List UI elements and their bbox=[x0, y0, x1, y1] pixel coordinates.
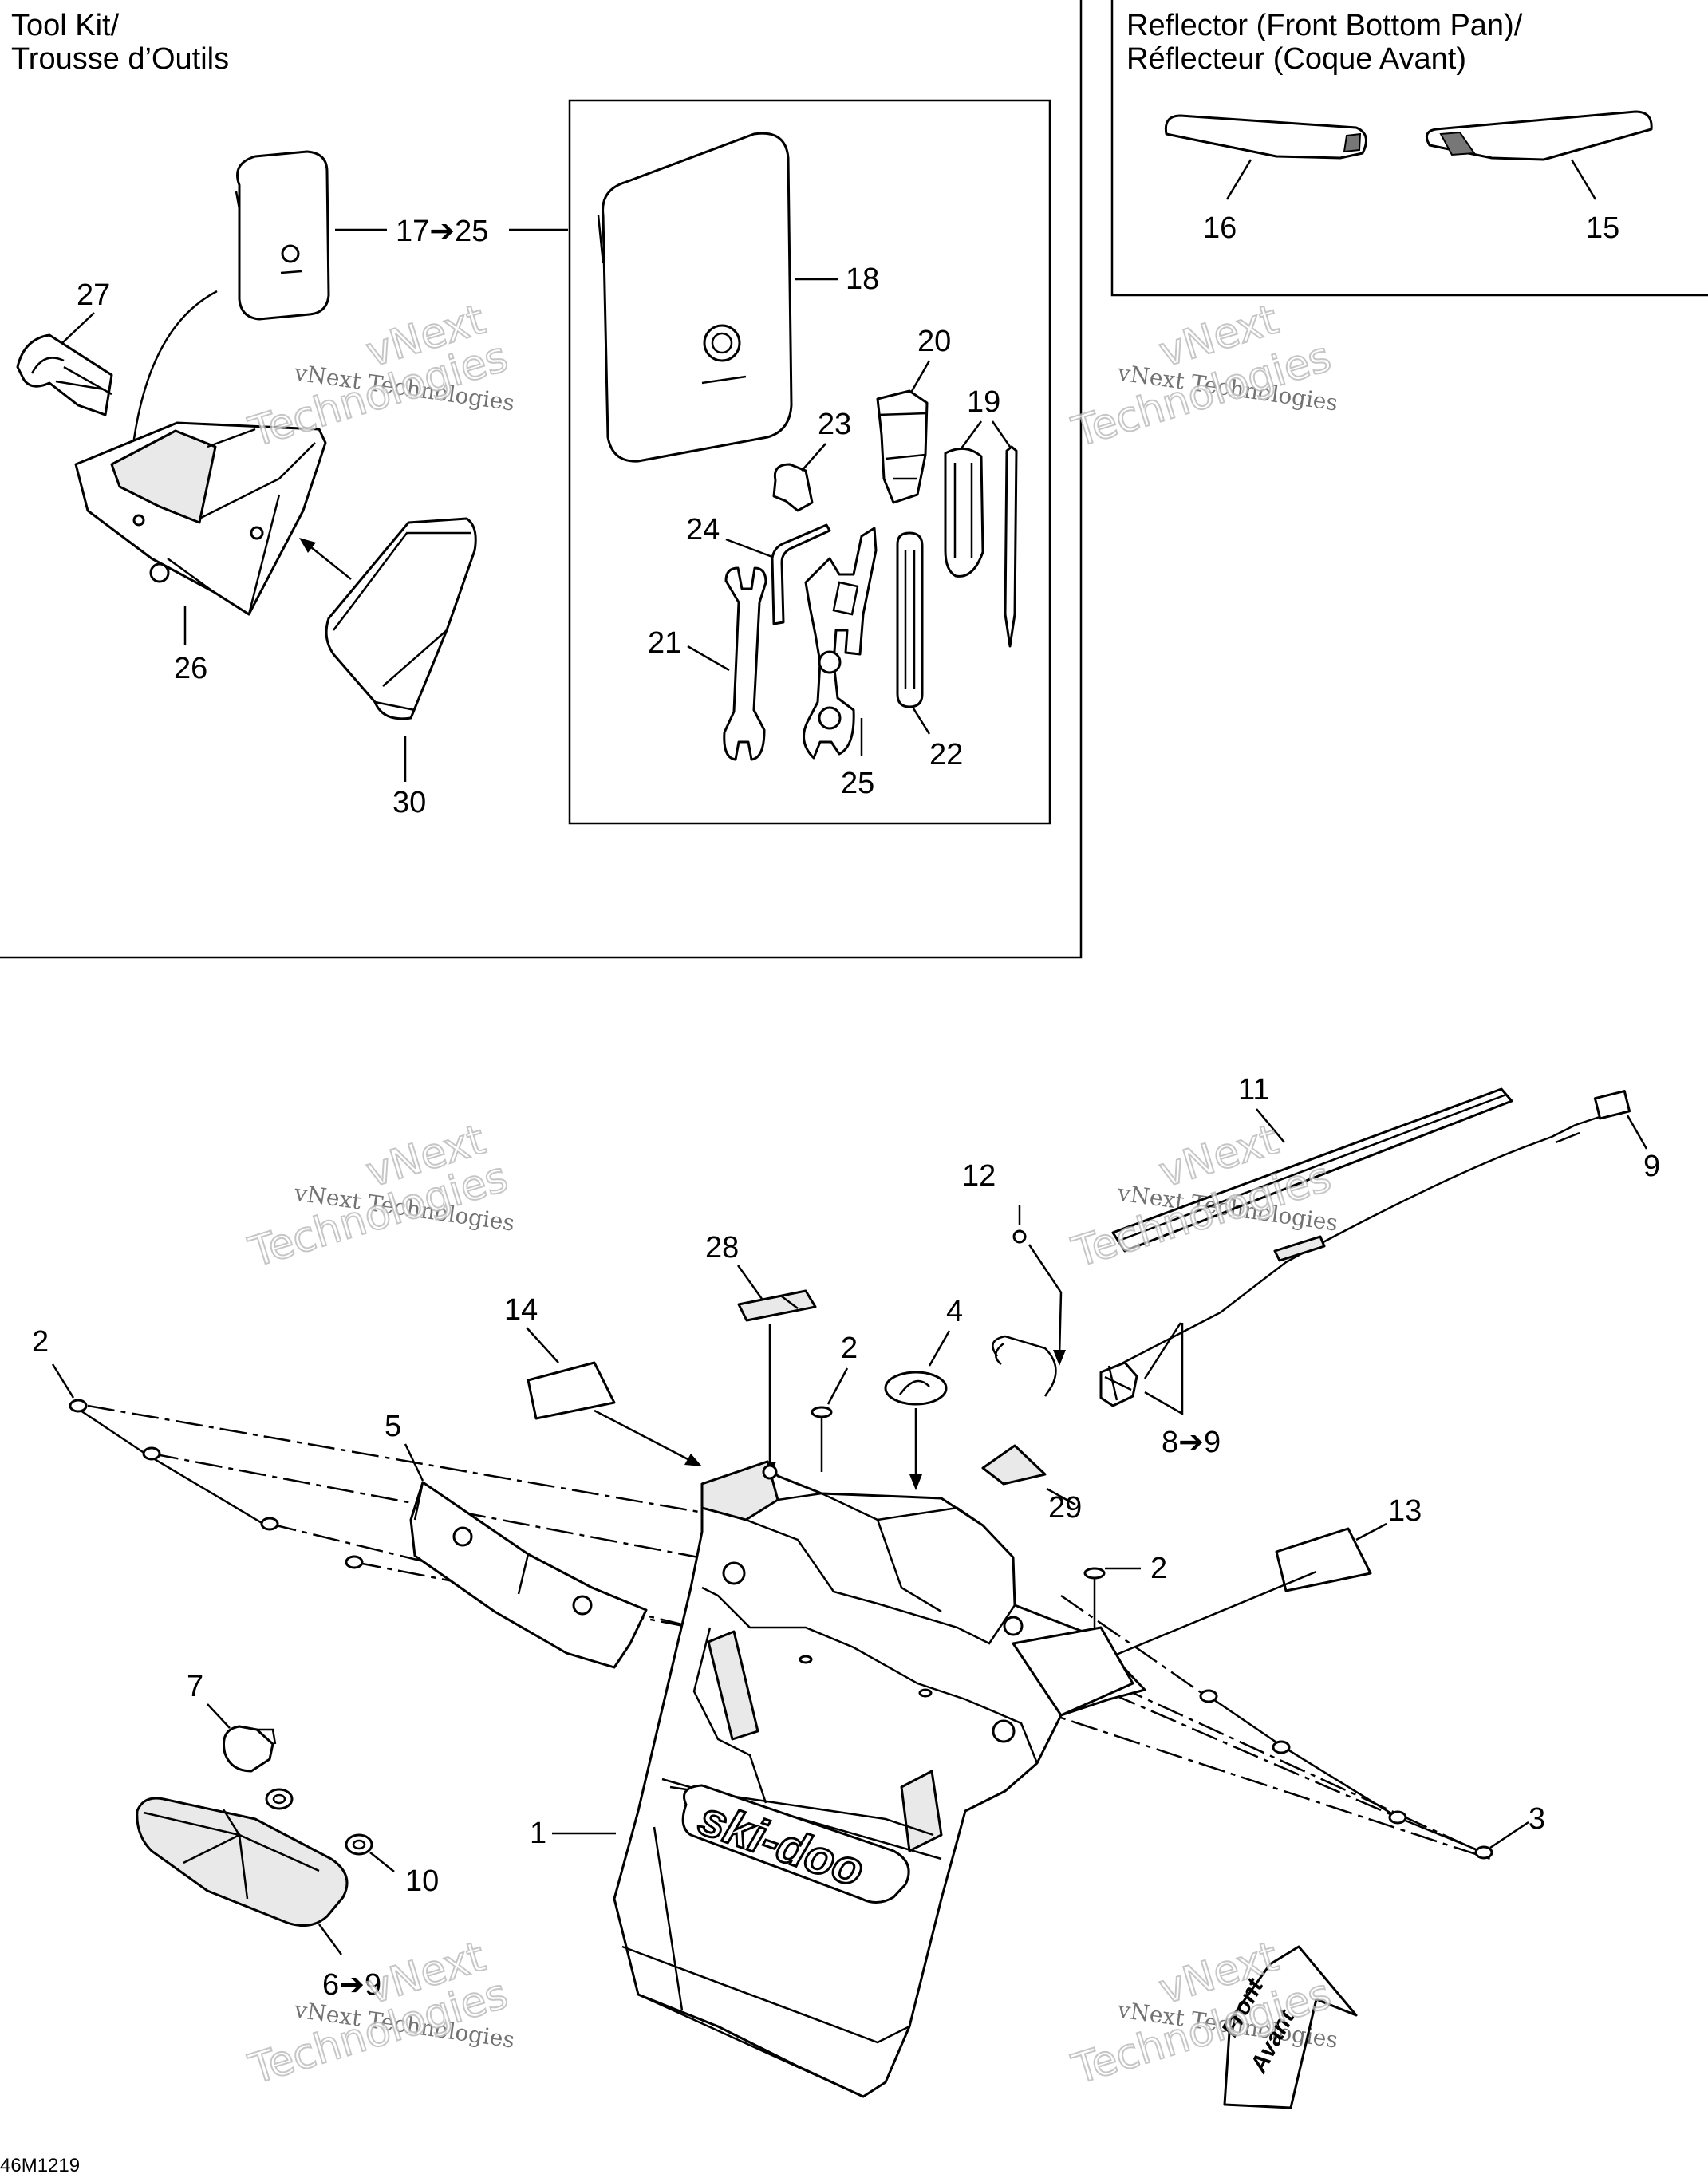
callout-15: 15 bbox=[1586, 211, 1619, 245]
callout-16: 16 bbox=[1203, 211, 1237, 245]
fastener-alignment-right bbox=[1028, 1594, 1493, 1860]
callout-12: 12 bbox=[962, 1159, 996, 1193]
open-end-wrench bbox=[723, 566, 767, 761]
decal-14 bbox=[527, 1361, 616, 1420]
watermark-mid-left: vNext vNext Technologies Technologies bbox=[243, 1115, 516, 1278]
callout-23: 23 bbox=[818, 408, 851, 441]
screw-right bbox=[1083, 1567, 1106, 1628]
tool-bag-large bbox=[597, 132, 793, 463]
callout-3: 3 bbox=[1529, 1802, 1545, 1836]
multi-tool bbox=[803, 527, 878, 760]
callout-25: 25 bbox=[841, 767, 874, 800]
callout-2-right: 2 bbox=[1150, 1552, 1167, 1585]
callout-29: 29 bbox=[1048, 1491, 1082, 1525]
bulb-socket bbox=[1099, 1361, 1138, 1407]
light-cable bbox=[992, 1229, 1057, 1397]
callout-1: 1 bbox=[530, 1817, 546, 1850]
reflector-left bbox=[1164, 114, 1367, 160]
callout-7: 7 bbox=[187, 1670, 203, 1703]
watermark-bottom-left: vNext vNext Technologies Technologies bbox=[243, 1932, 516, 2095]
watermark-top-left: vNext vNext Technologies Technologies bbox=[243, 295, 516, 458]
reflector-title: Reflector (Front Bottom Pan)/ bbox=[1126, 9, 1523, 42]
callout-17-25: 17➔25 bbox=[396, 215, 488, 248]
callout-26: 26 bbox=[174, 652, 207, 685]
trim-strip bbox=[1111, 1087, 1513, 1253]
callout-22: 22 bbox=[929, 738, 963, 771]
drawing-code: 46M1219 bbox=[0, 2155, 80, 2176]
decal-28 bbox=[737, 1289, 817, 1322]
decal-29 bbox=[981, 1444, 1047, 1486]
tool-kit-section: Tool Kit/ Trousse d’Outils bbox=[0, 0, 1083, 959]
callout-24: 24 bbox=[686, 513, 720, 546]
socket-tool bbox=[876, 389, 929, 504]
callout-6-9: 6➔9 bbox=[322, 1968, 381, 2002]
callout-2-mid: 2 bbox=[841, 1332, 858, 1365]
decal-13 bbox=[1275, 1527, 1372, 1592]
screw-mid bbox=[811, 1406, 833, 1472]
callout-11: 11 bbox=[1238, 1073, 1269, 1107]
hook-part bbox=[16, 333, 113, 416]
reflector-right bbox=[1425, 110, 1653, 161]
callout-21: 21 bbox=[648, 626, 681, 660]
callout-4: 4 bbox=[946, 1295, 963, 1328]
screwdriver bbox=[944, 445, 1018, 648]
callout-28: 28 bbox=[705, 1231, 739, 1265]
reflector-title-fr: Réflecteur (Coque Avant) bbox=[1126, 42, 1466, 76]
callout-18: 18 bbox=[846, 262, 879, 296]
side-bracket bbox=[409, 1481, 648, 1669]
link-tool bbox=[896, 531, 924, 708]
callout-8-9: 8➔9 bbox=[1162, 1426, 1221, 1459]
tool-bag-small bbox=[235, 150, 330, 321]
bulb bbox=[223, 1725, 277, 1773]
watermark-top-right: vNext vNext Technologies Technologies bbox=[1066, 295, 1339, 458]
callout-19: 19 bbox=[967, 385, 1000, 419]
callout-14: 14 bbox=[504, 1293, 538, 1327]
emblem bbox=[884, 1371, 948, 1406]
callout-27: 27 bbox=[77, 278, 110, 312]
callout-13: 13 bbox=[1388, 1494, 1422, 1528]
wiring-harness bbox=[1104, 1090, 1631, 1374]
front-bottom-pan bbox=[613, 1460, 1146, 2098]
callout-30: 30 bbox=[392, 786, 426, 819]
marker-light bbox=[136, 1797, 349, 1927]
callout-10: 10 bbox=[405, 1864, 439, 1898]
tool-kit-title-fr: Trousse d’Outils bbox=[11, 42, 229, 76]
callout-20: 20 bbox=[917, 325, 951, 358]
hex-key bbox=[771, 523, 831, 625]
callout-2-left: 2 bbox=[32, 1325, 49, 1359]
reflector-section: Reflector (Front Bottom Pan)/ Réflecteur… bbox=[1110, 0, 1708, 297]
tool-kit-title: Tool Kit/ bbox=[11, 9, 120, 42]
tool-holder bbox=[74, 421, 327, 616]
grommets bbox=[265, 1788, 373, 1856]
clip-part bbox=[772, 463, 814, 512]
holder-cover bbox=[325, 517, 477, 720]
callout-9: 9 bbox=[1643, 1150, 1660, 1183]
callout-5: 5 bbox=[385, 1410, 401, 1443]
tool-kit-contents-box bbox=[568, 99, 1051, 825]
